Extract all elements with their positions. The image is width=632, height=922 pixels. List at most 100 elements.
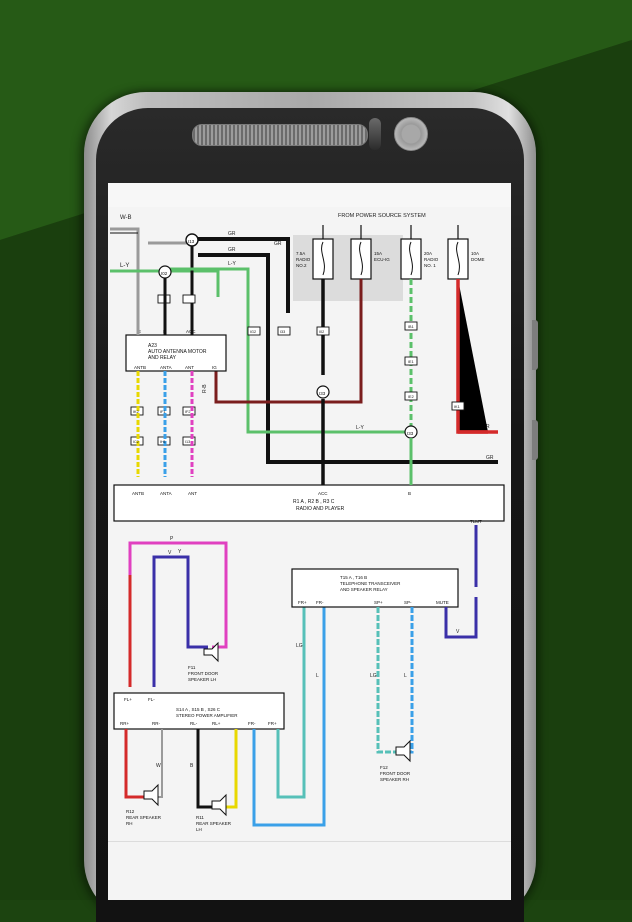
- svg-text:AUTO ANTENNA MOTOR: AUTO ANTENNA MOTOR: [148, 349, 207, 355]
- svg-text:ANT: ANT: [188, 491, 197, 496]
- sensor-icon: [369, 118, 381, 150]
- speaker-rear-rh-label: R12 REAR SPEAKER RH: [126, 809, 162, 826]
- svg-text:ACC: ACC: [318, 491, 328, 496]
- svg-text:FR+: FR+: [268, 721, 277, 726]
- svg-text:RL+: RL+: [212, 721, 221, 726]
- svg-text:I33: I33: [280, 330, 285, 334]
- status-bar: [108, 183, 511, 207]
- svg-text:T15 A , T16 B: T15 A , T16 B: [340, 575, 367, 580]
- antenna-relay-box: A23 AUTO ANTENNA MOTOR AND RELAY E B ACC…: [125, 329, 227, 372]
- svg-text:B: B: [408, 491, 411, 496]
- wire-label-ly-2: L-Y: [228, 261, 236, 267]
- svg-text:R12: R12: [126, 809, 135, 814]
- svg-text:IB1: IB1: [408, 325, 414, 329]
- svg-text:LG: LG: [296, 643, 303, 649]
- svg-text:GR: GR: [486, 455, 494, 461]
- svg-text:RR-: RR-: [152, 721, 160, 726]
- svg-text:I33: I33: [407, 431, 414, 436]
- svg-text:FRONT DOOR: FRONT DOOR: [380, 771, 411, 776]
- svg-text:FL-: FL-: [148, 697, 155, 702]
- radio-player-unit: ANTB ANTA ANT ACC B R1 A , R2 B , R3 C R…: [113, 484, 505, 522]
- svg-text:ANT: ANT: [185, 365, 194, 370]
- svg-text:W: W: [156, 763, 161, 769]
- svg-text:IK2: IK2: [133, 410, 139, 414]
- svg-text:IH1: IH1: [160, 440, 166, 444]
- svg-text:STEREO POWER AMPLIFIER: STEREO POWER AMPLIFIER: [176, 713, 238, 718]
- svg-text:DOME: DOME: [471, 257, 485, 262]
- svg-text:RADIO: RADIO: [296, 257, 311, 262]
- svg-text:10A: 10A: [471, 251, 479, 256]
- svg-text:LH: LH: [196, 827, 202, 832]
- svg-text:F11: F11: [188, 665, 196, 670]
- svg-text:FR+: FR+: [298, 600, 307, 605]
- speaker-front-lh-label: F11 FRONT DOOR SPEAKER LH: [188, 665, 219, 682]
- svg-text:TLMT: TLMT: [470, 519, 482, 524]
- svg-text:7.5A: 7.5A: [296, 251, 305, 256]
- power-button[interactable]: [532, 420, 538, 460]
- telephone-transceiver-unit: T15 A , T16 B TELEPHONE TRANSCEIVER AND …: [291, 568, 459, 608]
- stereo-power-amplifier: FL+ FL- S14 A , S15 B , S26 C STEREO POW…: [113, 692, 285, 730]
- svg-text:L: L: [404, 673, 407, 679]
- wire-label-gr-1: GR: [228, 231, 236, 237]
- svg-text:I02: I02: [161, 271, 168, 276]
- svg-text:TELEPHONE TRANSCEIVER: TELEPHONE TRANSCEIVER: [340, 581, 401, 586]
- svg-text:NO. 1: NO. 1: [424, 263, 436, 268]
- svg-text:R-B: R-B: [202, 384, 208, 393]
- fuse-1: 7.5A RADIO NO.2: [296, 238, 334, 280]
- svg-text:FRONT DOOR: FRONT DOOR: [188, 671, 219, 676]
- splice-label: I13: [188, 239, 195, 244]
- svg-text:NO.2: NO.2: [296, 263, 307, 268]
- screen: FROM POWER SOURCE SYSTEM W-B L-Y I13 GR …: [108, 183, 511, 900]
- svg-text:REAR SPEAKER: REAR SPEAKER: [196, 821, 232, 826]
- svg-text:S14 A , S15 B , S26 C: S14 A , S15 B , S26 C: [176, 707, 221, 712]
- svg-text:I02: I02: [319, 330, 324, 334]
- svg-text:ANTB: ANTB: [132, 491, 144, 496]
- svg-text:15A: 15A: [374, 251, 382, 256]
- speaker-rear-lh-label: R11 REAR SPEAKER LH: [196, 815, 232, 832]
- fuse-2: 15A ECU-IG: [350, 238, 390, 280]
- svg-text:IF2: IF2: [185, 410, 191, 414]
- svg-text:IF1: IF1: [160, 410, 166, 414]
- svg-text:R1 A , R2 B , R3 C: R1 A , R2 B , R3 C: [293, 499, 335, 505]
- front-camera-icon: [394, 117, 428, 151]
- svg-text:RL-: RL-: [190, 721, 198, 726]
- svg-text:RH: RH: [126, 821, 133, 826]
- bottom-area: [108, 841, 511, 900]
- svg-text:IG2: IG2: [250, 330, 256, 334]
- svg-text:F12: F12: [380, 765, 388, 770]
- volume-button[interactable]: [532, 320, 538, 370]
- svg-text:LG: LG: [370, 673, 377, 679]
- speaker-front-rh-label: F12 FRONT DOOR SPEAKER RH: [380, 765, 411, 782]
- svg-text:RR+: RR+: [120, 721, 129, 726]
- svg-text:R: R: [486, 424, 490, 430]
- svg-text:IE1: IE1: [408, 360, 414, 364]
- svg-text:B: B: [190, 763, 194, 769]
- svg-text:FL+: FL+: [124, 697, 132, 702]
- wiring-diagram[interactable]: FROM POWER SOURCE SYSTEM W-B L-Y I13 GR …: [108, 207, 511, 841]
- svg-text:L: L: [316, 673, 319, 679]
- speaker-grille: [192, 124, 368, 146]
- svg-text:SPEAKER RH: SPEAKER RH: [380, 777, 409, 782]
- svg-text:IC2: IC2: [133, 440, 139, 444]
- connector-codes: IB1 IE1 IE2 IG2 IK1 IK2 IF1 IF2 IC2 IH1 …: [133, 325, 460, 444]
- wire-label-ly-3: L-Y: [356, 425, 364, 431]
- svg-text:A23: A23: [148, 343, 157, 349]
- svg-text:ANTA: ANTA: [160, 491, 172, 496]
- svg-text:FR-: FR-: [248, 721, 256, 726]
- fuse-4: 10A DOME: [447, 238, 485, 280]
- svg-text:GR: GR: [274, 241, 282, 247]
- svg-text:Y: Y: [178, 549, 182, 555]
- svg-text:I13: I13: [185, 440, 190, 444]
- svg-text:P: P: [170, 536, 174, 542]
- svg-text:R11: R11: [196, 815, 204, 820]
- svg-text:MUTE: MUTE: [436, 600, 449, 605]
- diagram-header: FROM POWER SOURCE SYSTEM: [338, 213, 426, 219]
- svg-text:FR-: FR-: [316, 600, 324, 605]
- svg-text:SPEAKER LH: SPEAKER LH: [188, 677, 216, 682]
- svg-text:V: V: [168, 550, 172, 556]
- svg-text:IE2: IE2: [408, 395, 414, 399]
- svg-text:ANTB: ANTB: [134, 365, 146, 370]
- svg-text:20A: 20A: [424, 251, 432, 256]
- svg-text:V: V: [456, 629, 460, 635]
- svg-text:ANTA: ANTA: [160, 365, 172, 370]
